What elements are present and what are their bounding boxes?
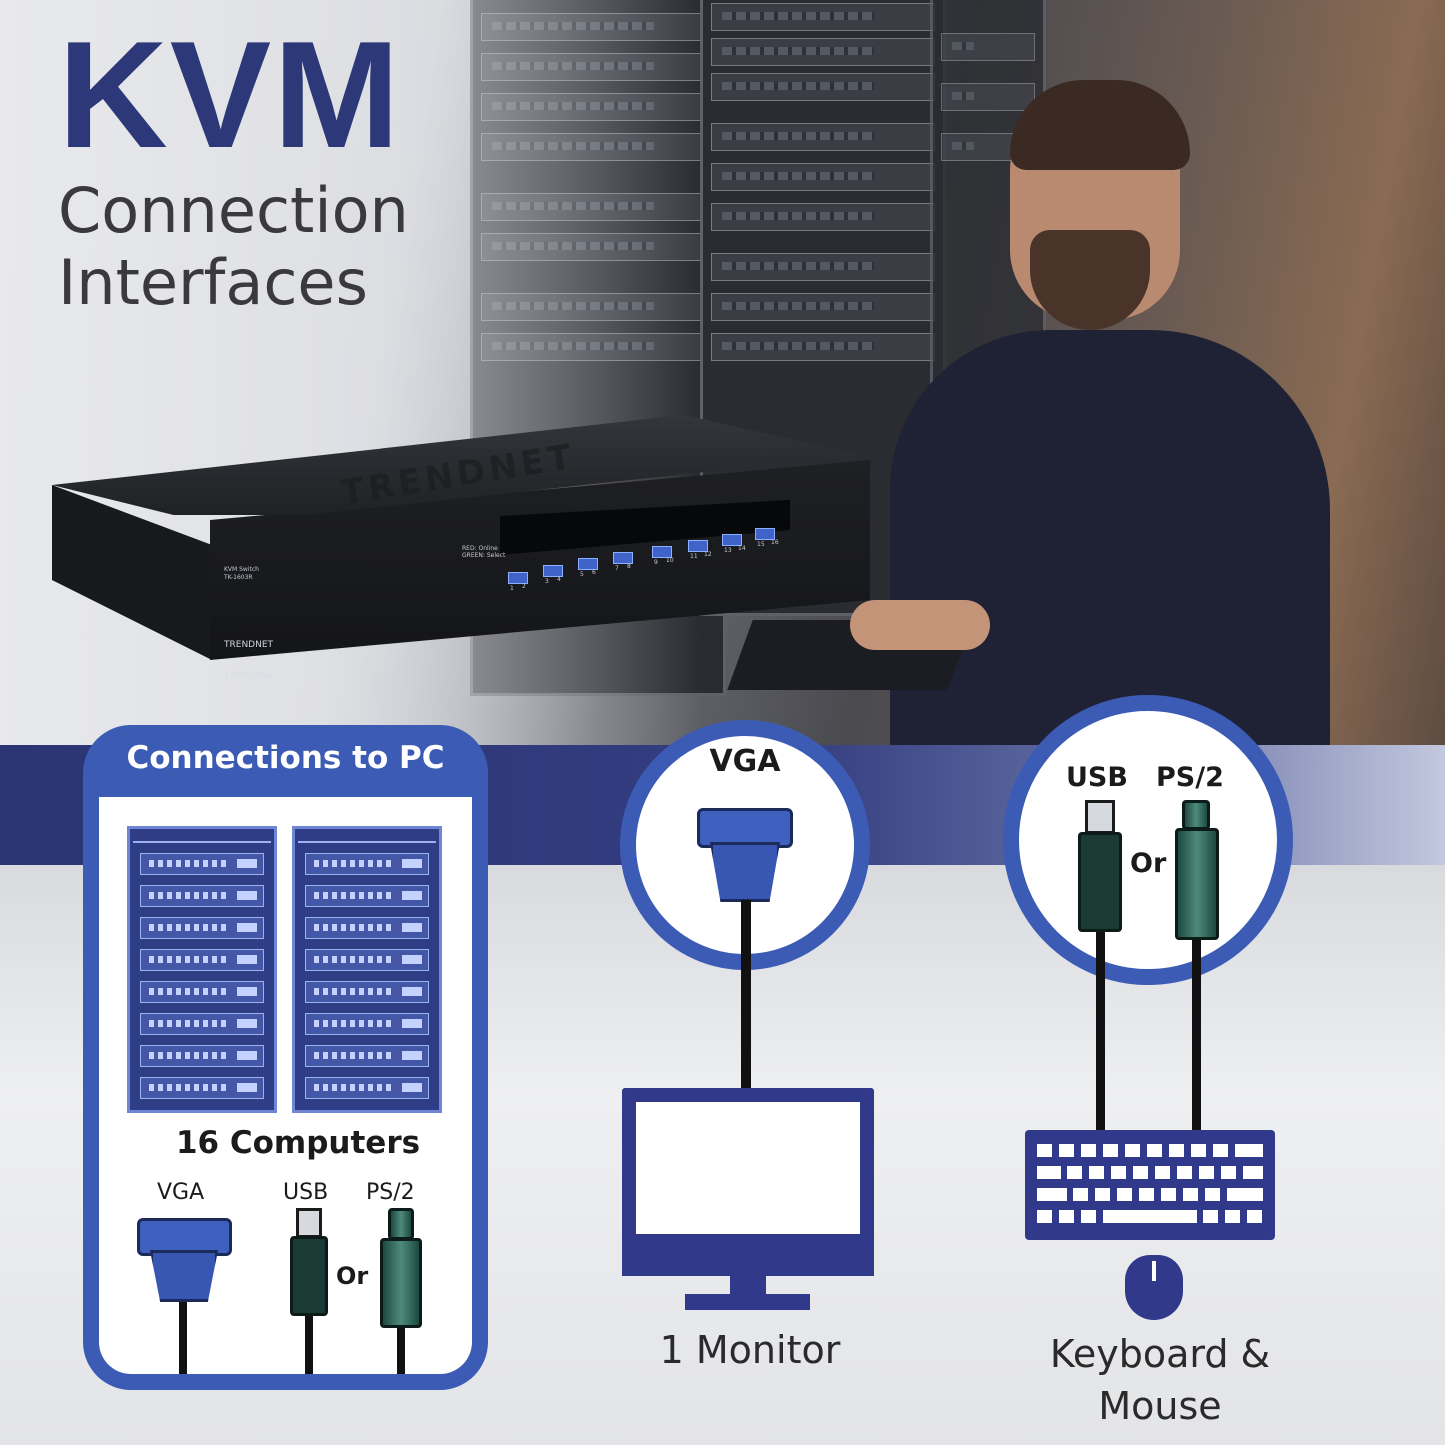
kvm-port-number: 7 bbox=[615, 565, 619, 572]
kvm-led-legend: RED: Online GREEN: Select bbox=[462, 545, 506, 559]
kvm-port-number: 14 bbox=[738, 545, 746, 552]
monitor-caption: 1 Monitor bbox=[659, 1328, 841, 1372]
pc-vga-connector-icon bbox=[137, 1218, 232, 1256]
kvm-port-number: 9 bbox=[654, 559, 658, 566]
pc-usb-connector-body bbox=[290, 1236, 328, 1316]
pc-vga-connector-body bbox=[150, 1250, 218, 1302]
kvm-port-button-3 bbox=[578, 558, 598, 570]
input-circle bbox=[1003, 695, 1293, 985]
kvm-model-number: TK-1603R bbox=[224, 574, 253, 581]
pc-ps2-connector-body bbox=[380, 1238, 422, 1328]
input-usb-connector-icon bbox=[1085, 800, 1115, 834]
kvm-port-button-8 bbox=[755, 528, 775, 540]
kvm-port-number: 8 bbox=[627, 563, 631, 570]
monitor-icon bbox=[622, 1088, 874, 1248]
headline-interfaces: Interfaces bbox=[58, 246, 368, 319]
kvm-port-number: 1 bbox=[510, 585, 514, 592]
kvm-port-number: 11 bbox=[690, 553, 698, 560]
kvm-brand-reflection: TRENDNET bbox=[224, 668, 274, 678]
kvm-port-number: 4 bbox=[557, 576, 561, 583]
input-caption-line2: Mouse bbox=[1098, 1384, 1222, 1428]
pc-or-label: Or bbox=[336, 1262, 369, 1290]
kvm-port-number: 6 bbox=[592, 569, 596, 576]
kvm-port-number: 16 bbox=[771, 539, 779, 546]
input-ps2-connector-body bbox=[1175, 828, 1219, 940]
monitor-chin bbox=[622, 1244, 874, 1276]
kvm-brand-front: TRENDNET bbox=[224, 640, 274, 650]
pc-ps2-connector-icon bbox=[388, 1208, 414, 1240]
technician-body bbox=[890, 330, 1330, 745]
kvm-port-number: 3 bbox=[545, 578, 549, 585]
server-rack-icon-right bbox=[292, 826, 442, 1113]
pc-ps2-label: PS/2 bbox=[366, 1180, 415, 1205]
monitor-stand-base bbox=[685, 1294, 810, 1310]
technician-beard bbox=[1030, 230, 1150, 330]
pc-vga-cable bbox=[179, 1302, 187, 1374]
pc-vga-label: VGA bbox=[157, 1180, 205, 1205]
technician-hair bbox=[1010, 80, 1190, 170]
kvm-port-number: 2 bbox=[522, 583, 526, 590]
technician-hands bbox=[850, 600, 990, 650]
headline-connection: Connection bbox=[58, 174, 409, 247]
monitor-vga-label: VGA bbox=[709, 744, 781, 779]
kvm-port-number: 12 bbox=[704, 551, 712, 558]
input-usb-label: USB bbox=[1066, 762, 1128, 793]
kvm-port-number: 15 bbox=[757, 541, 765, 548]
kvm-port-button-7 bbox=[722, 534, 742, 546]
kvm-port-number: 10 bbox=[666, 557, 674, 564]
mouse-icon bbox=[1125, 1255, 1183, 1320]
kvm-port-button-1 bbox=[508, 572, 528, 584]
server-rack-icon-left bbox=[127, 826, 277, 1113]
monitor-stand-neck bbox=[730, 1272, 766, 1296]
pc-usb-connector-icon bbox=[296, 1208, 322, 1238]
monitor-vga-connector-body bbox=[710, 842, 780, 902]
kvm-port-number: 5 bbox=[580, 571, 584, 578]
kvm-port-number: 13 bbox=[724, 547, 732, 554]
computers-count-label: 16 Computers bbox=[175, 1125, 421, 1161]
pc-usb-label: USB bbox=[283, 1180, 329, 1205]
kvm-port-button-2 bbox=[543, 565, 563, 577]
input-ps2-cable bbox=[1192, 940, 1201, 1132]
headline-kvm: KVM bbox=[58, 10, 402, 180]
input-ps2-label: PS/2 bbox=[1156, 762, 1224, 793]
monitor-vga-connector-icon bbox=[697, 808, 793, 848]
input-usb-cable bbox=[1096, 932, 1105, 1132]
input-or-label: Or bbox=[1130, 848, 1167, 879]
keyboard-icon bbox=[1025, 1130, 1275, 1240]
kvm-port-button-5 bbox=[652, 546, 672, 558]
pc-usb-cable bbox=[305, 1316, 313, 1374]
kvm-model-label: KVM Switch bbox=[224, 566, 259, 573]
pc-panel-title: Connections to PC bbox=[126, 740, 445, 776]
kvm-port-button-6 bbox=[688, 540, 708, 552]
input-caption-line1: Keyboard & bbox=[1049, 1332, 1271, 1376]
pc-ps2-cable bbox=[397, 1328, 405, 1374]
input-ps2-connector-icon bbox=[1182, 800, 1210, 830]
kvm-port-button-4 bbox=[613, 552, 633, 564]
hero-photo: TRENDNET KVM Switch TK-1603R RED: Online… bbox=[0, 0, 1445, 745]
monitor-vga-cable bbox=[741, 900, 751, 1090]
input-usb-connector-body bbox=[1078, 832, 1122, 932]
